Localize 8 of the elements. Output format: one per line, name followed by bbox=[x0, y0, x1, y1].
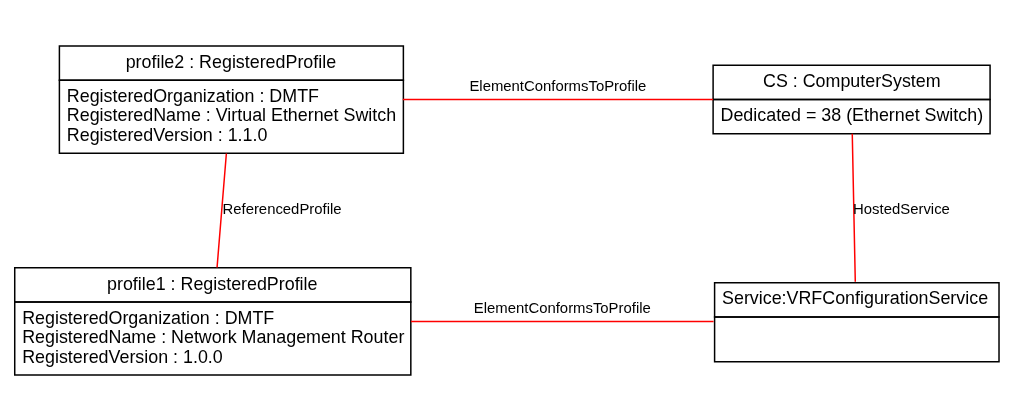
connector bbox=[216, 152, 228, 268]
connector bbox=[402, 98, 714, 100]
connector bbox=[410, 320, 715, 322]
edge-label: ElementConformsToProfile bbox=[469, 77, 647, 94]
edge-label: ElementConformsToProfile bbox=[473, 299, 651, 315]
connector bbox=[851, 132, 857, 283]
edge-label: ReferencedProfile bbox=[222, 200, 342, 217]
edge-label: HostedService bbox=[853, 200, 950, 217]
